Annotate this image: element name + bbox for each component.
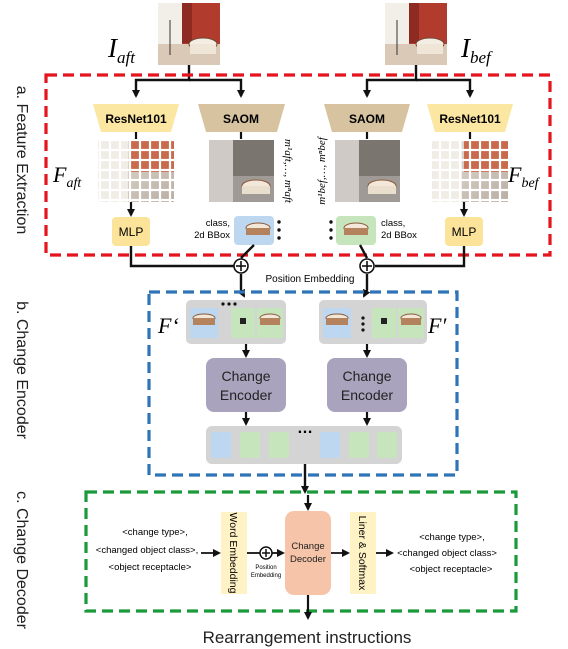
f-bef-label: Fbef xyxy=(507,162,541,191)
decoder-position-embedding-line1: Position xyxy=(255,565,276,571)
i-bef-label: Ibef xyxy=(460,33,493,67)
f-prime-right-label: F′ xyxy=(427,313,447,338)
encoder-arrows xyxy=(242,344,371,426)
class-label-right: class, xyxy=(381,218,405,229)
bbox-label-left: 2d BBox xyxy=(194,230,230,241)
feature-map-left xyxy=(98,140,174,202)
encoder-token-bar-right xyxy=(319,300,427,344)
liner-softmax-label: Liner & Softmax xyxy=(356,516,368,591)
resnet-left-label: ResNet101 xyxy=(105,112,167,126)
position-embedding-plus-left xyxy=(233,258,249,274)
change-encoder-left-line1: Change xyxy=(221,368,270,384)
change-encoder-box xyxy=(147,290,459,477)
bbox-label-right: 2d BBox xyxy=(381,230,417,241)
saom-mask-image-right xyxy=(335,140,400,202)
section-label-feature-extraction: a. Feature Extraction xyxy=(13,86,30,235)
decoder-input-line-2: <changed object class>, xyxy=(96,545,198,556)
saom-left-label: SAOM xyxy=(223,112,259,126)
saom-right-label: SAOM xyxy=(349,112,385,126)
mask-set-after-label: m¹aft,…, mⁿaft xyxy=(282,139,294,204)
word-embedding-block: Word Embedding xyxy=(221,512,247,594)
mlp-right-block: MLP xyxy=(445,217,483,246)
object-token-right xyxy=(329,216,376,245)
i-aft-label: Iaft xyxy=(107,33,136,67)
f-aft-label: Faft xyxy=(52,162,82,191)
decoder-position-embedding-line2: Embedding xyxy=(251,573,281,579)
saom-right-block: SAOM xyxy=(324,104,410,132)
resnet-right-label: ResNet101 xyxy=(439,112,501,126)
encoder-ellipsis: … xyxy=(297,420,313,437)
output-title: Rearrangement instructions xyxy=(203,628,412,647)
decoder-position-embedding-plus xyxy=(259,546,273,560)
change-decoder-line2: Decoder xyxy=(290,554,326,565)
merge-connectors xyxy=(129,244,466,298)
decoder-output-line-2: <changed object class> xyxy=(397,548,497,559)
change-decoder-block: Change Decoder xyxy=(285,511,331,595)
mlp-left-block: MLP xyxy=(112,217,150,246)
class-label-left: class, xyxy=(206,218,230,229)
decoder-input-line-3: <object receptacle> xyxy=(109,562,192,573)
position-embedding-label: Position Embedding xyxy=(266,274,355,285)
change-encoder-left-line2: Encoder xyxy=(220,387,272,403)
encoder-output-token-bar xyxy=(206,426,402,464)
mlp-right-label: MLP xyxy=(452,225,477,239)
before-image xyxy=(385,3,447,65)
input-connectors xyxy=(132,65,474,98)
f-prime-left-label: F‘ xyxy=(157,313,179,338)
position-embedding-plus-right xyxy=(359,258,375,274)
resnet-right-block: ResNet101 xyxy=(427,104,513,132)
change-encoder-left: Change Encoder xyxy=(206,358,286,412)
decoder-output-line-1: <change type>, xyxy=(419,532,485,543)
encoder-token-bar-left xyxy=(186,300,286,344)
resnet-left-block: ResNet101 xyxy=(93,104,179,132)
change-encoder-right-line2: Encoder xyxy=(341,387,393,403)
saom-mask-image-left xyxy=(209,140,274,202)
section-label-change-decoder: c. Change Decoder xyxy=(13,491,30,630)
word-embedding-label: Word Embedding xyxy=(227,513,239,594)
mask-set-before-label: m¹bef,…, mⁿbef xyxy=(316,135,328,205)
object-token-left xyxy=(234,216,281,245)
section-label-change-encoder: b. Change Encoder xyxy=(13,301,30,440)
change-encoder-right: Change Encoder xyxy=(327,358,407,412)
feature-arrows xyxy=(127,132,472,217)
after-image xyxy=(158,3,220,65)
liner-softmax-block: Liner & Softmax xyxy=(350,512,376,594)
mlp-left-label: MLP xyxy=(119,225,144,239)
decoder-output-line-3: <object receptacle> xyxy=(410,564,493,575)
decoder-input-line-1: <change type>, xyxy=(122,527,188,538)
feature-map-right xyxy=(432,140,508,202)
change-encoder-right-line1: Change xyxy=(342,368,391,384)
change-decoder-line1: Change xyxy=(291,541,324,552)
feature-extraction-box xyxy=(44,73,552,257)
saom-left-block: SAOM xyxy=(198,104,285,132)
change-decoder-box xyxy=(84,490,518,613)
